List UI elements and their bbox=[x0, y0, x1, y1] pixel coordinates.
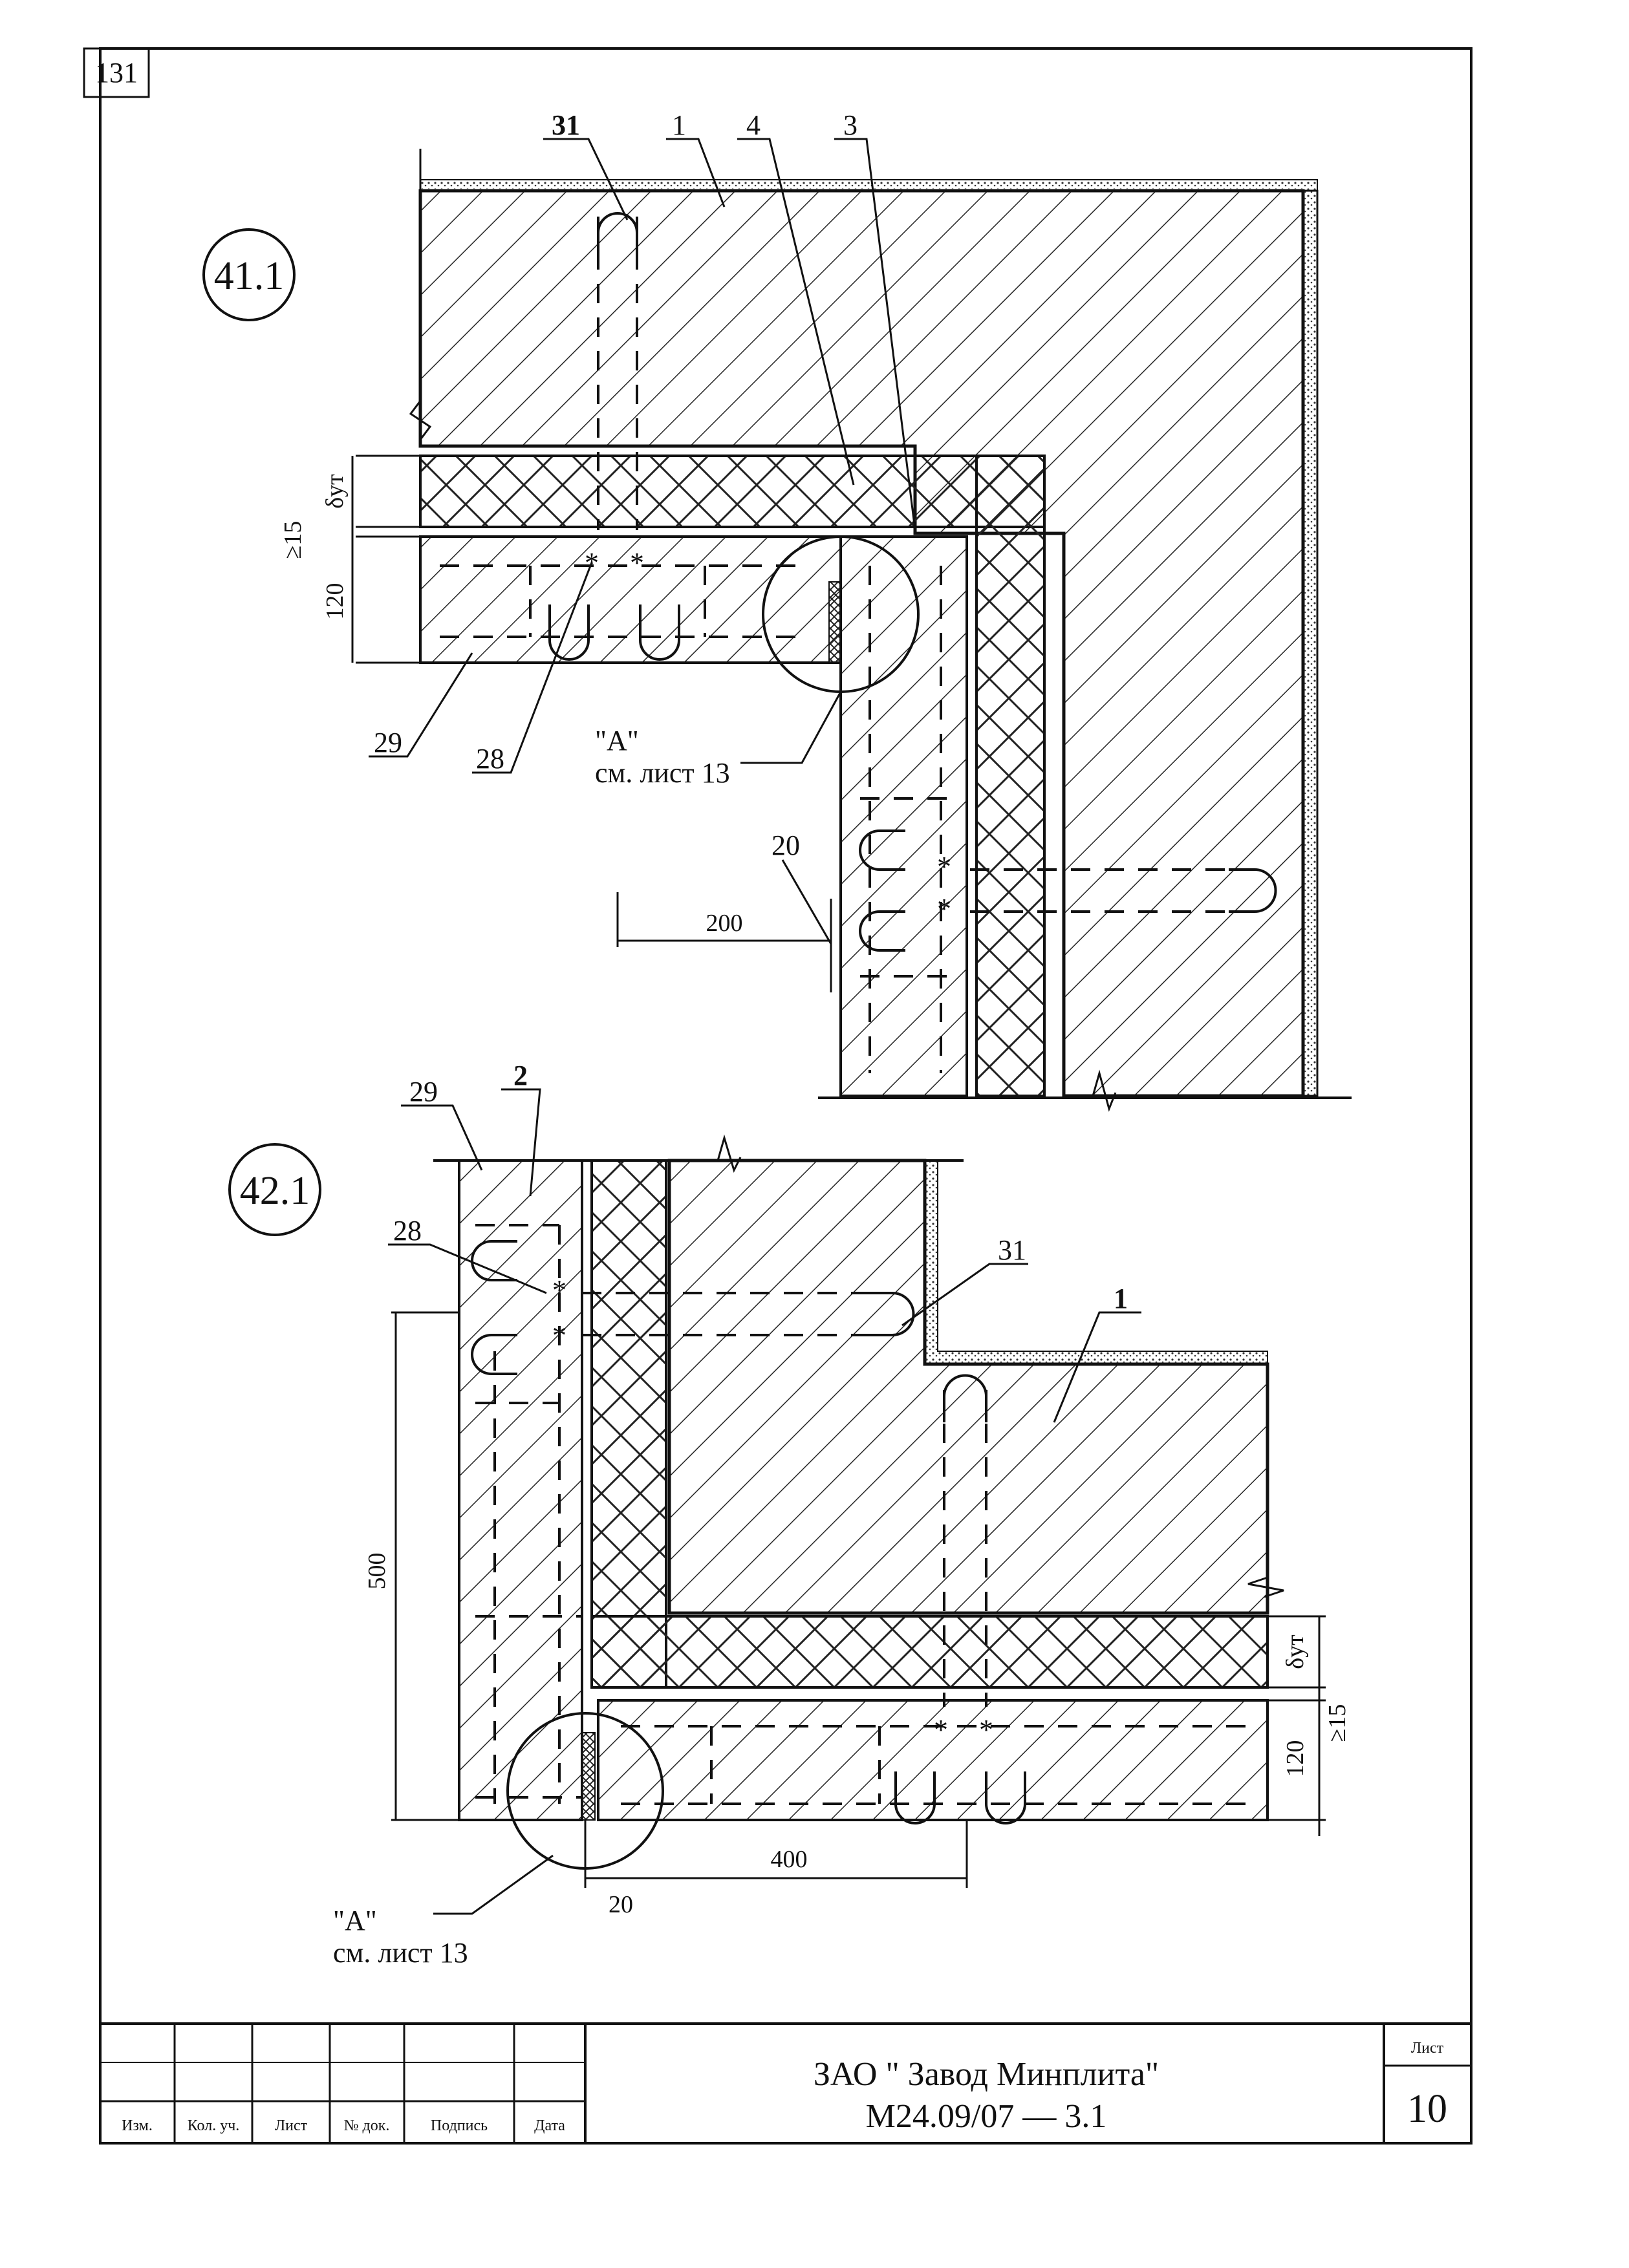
dimension-42-insulation: δут bbox=[1282, 1634, 1309, 1669]
callout-41-29: 29 bbox=[374, 727, 402, 758]
insulation-vertical-42 bbox=[590, 1159, 667, 1689]
callout-41-20: 20 bbox=[771, 829, 800, 861]
corner-number: 131 bbox=[95, 57, 138, 89]
column-signature: Подпись bbox=[431, 2117, 488, 2134]
callout-42-31: 31 bbox=[998, 1234, 1026, 1266]
facing-wall-horizontal-41 bbox=[419, 535, 842, 664]
reference-a-title-42: "А" bbox=[333, 1905, 377, 1936]
dimension-42-20: 20 bbox=[609, 1891, 633, 1918]
callout-41-1: 1 bbox=[672, 109, 686, 141]
detail-42-id: 42.1 bbox=[240, 1169, 310, 1213]
sheet-label: Лист bbox=[1411, 2040, 1444, 2057]
facing-wall-horizontal-42 bbox=[597, 1699, 1269, 1821]
svg-text:*: * bbox=[979, 1714, 993, 1746]
reference-a-text-42: см. лист 13 bbox=[333, 1937, 468, 1969]
plaster-42 bbox=[924, 1160, 1268, 1365]
concrete-structure-42 bbox=[667, 1159, 1269, 1615]
dimension-42-120: 120 bbox=[1282, 1740, 1309, 1777]
detail-41-id: 41.1 bbox=[214, 254, 285, 298]
sheet-number: 10 bbox=[1407, 2087, 1447, 2131]
plaster-top-41 bbox=[420, 179, 1318, 191]
dimension-41-120: 120 bbox=[321, 583, 349, 620]
detail-42-id-circle bbox=[228, 1143, 321, 1236]
dimension-42-min15: ≥15 bbox=[1324, 1704, 1351, 1742]
column-kol-uch: Кол. уч. bbox=[188, 2117, 240, 2134]
callout-42-29: 29 bbox=[409, 1076, 438, 1107]
callout-42-1: 1 bbox=[1114, 1283, 1128, 1314]
facing-wall-vertical-41 bbox=[839, 535, 968, 1097]
reference-a-title-41: "А" bbox=[595, 725, 639, 756]
callout-42-2: 2 bbox=[513, 1060, 528, 1091]
detail-41-1: * * * * 41.1 31 1 4 bbox=[202, 109, 1352, 1112]
dimension-41-insulation: δут bbox=[321, 474, 349, 509]
insulation-horizontal-41 bbox=[419, 455, 1046, 528]
column-doc-number: № док. bbox=[344, 2117, 390, 2134]
svg-text:*: * bbox=[937, 893, 951, 925]
callout-41-28: 28 bbox=[476, 743, 504, 775]
callout-42-28: 28 bbox=[393, 1215, 422, 1246]
dimension-42-400: 400 bbox=[771, 1846, 808, 1873]
title-block: Изм. Кол. уч. Лист № док. Подпись Дата З… bbox=[99, 2022, 1473, 2145]
facing-wall-vertical-42 bbox=[458, 1159, 583, 1821]
document-code: М24.09/07 — 3.1 bbox=[866, 2098, 1107, 2135]
svg-text:*: * bbox=[937, 851, 951, 883]
dimension-41-200: 200 bbox=[706, 910, 743, 937]
company-name: ЗАО " Завод Минплита" bbox=[814, 2056, 1159, 2093]
svg-text:*: * bbox=[552, 1274, 566, 1306]
detail-42-1: * * * * 42.1 29 2 bbox=[228, 1060, 1351, 1969]
callout-41-3: 3 bbox=[843, 109, 858, 141]
detail-41-id-circle bbox=[202, 228, 296, 321]
reference-a-text-41: см. лист 13 bbox=[595, 757, 730, 789]
svg-text:*: * bbox=[934, 1714, 948, 1746]
callout-41-31: 31 bbox=[552, 109, 580, 141]
gap-seal-42 bbox=[581, 1732, 596, 1821]
gap-seal-41 bbox=[828, 581, 841, 663]
insulation-vertical-41 bbox=[975, 455, 1046, 1097]
dimension-42-500: 500 bbox=[363, 1553, 391, 1590]
column-izm: Изм. bbox=[122, 2117, 153, 2134]
corner-number-box bbox=[83, 47, 150, 98]
column-date: Дата bbox=[534, 2117, 565, 2134]
dimension-41-min15: ≥15 bbox=[279, 521, 307, 559]
svg-text:*: * bbox=[630, 547, 644, 579]
plaster-strip-41 bbox=[1302, 189, 1319, 1097]
column-list: Лист bbox=[275, 2117, 308, 2134]
svg-text:*: * bbox=[552, 1320, 566, 1351]
callout-41-4: 4 bbox=[746, 109, 761, 141]
insulation-horizontal-42 bbox=[590, 1615, 1269, 1689]
